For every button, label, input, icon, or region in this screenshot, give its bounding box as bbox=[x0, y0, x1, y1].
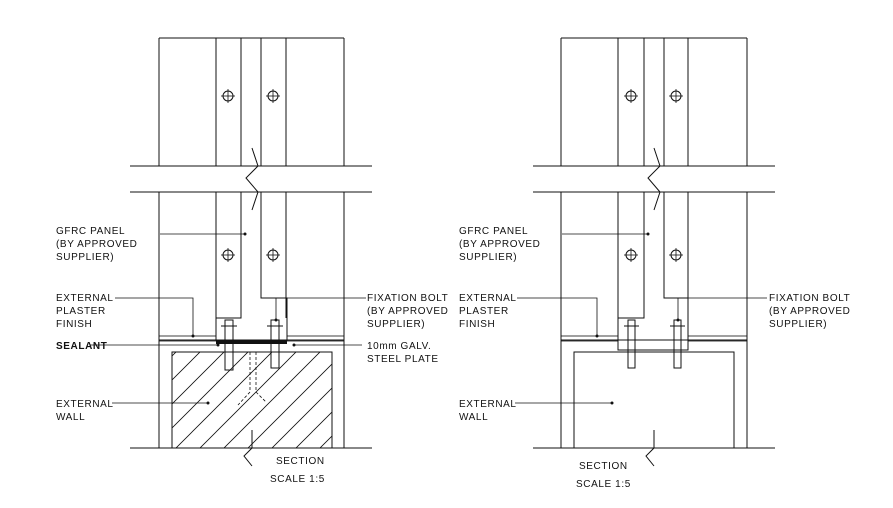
svg-text:FIXATION BOLT: FIXATION BOLT bbox=[367, 293, 448, 304]
gfrc-panel-right bbox=[533, 37, 775, 467]
steel-plate-left bbox=[216, 340, 287, 344]
gfrc-panel-label-left: GFRC PANEL (BY APPROVED SUPPLIER) bbox=[56, 226, 138, 263]
svg-text:EXTERNAL: EXTERNAL bbox=[56, 293, 114, 304]
fixation-bolts-right bbox=[624, 319, 685, 369]
section-title-left: SECTION bbox=[276, 456, 325, 467]
bolt-label-left: FIXATION BOLT (BY APPROVED SUPPLIER) bbox=[367, 293, 449, 330]
plaster-label-left: EXTERNAL PLASTER FINISH bbox=[56, 293, 114, 330]
svg-text:FINISH: FINISH bbox=[56, 319, 92, 330]
svg-text:EXTERNAL: EXTERNAL bbox=[459, 399, 517, 410]
svg-text:WALL: WALL bbox=[459, 412, 488, 423]
gfrc-panel-left bbox=[130, 37, 372, 467]
right-section: GFRC PANEL (BY APPROVED SUPPLIER) EXTERN… bbox=[459, 37, 851, 490]
svg-text:(BY APPROVED: (BY APPROVED bbox=[56, 239, 138, 250]
plate-label-left: 10mm GALV. STEEL PLATE bbox=[367, 341, 439, 365]
wall-label-right: EXTERNAL WALL bbox=[459, 399, 517, 423]
svg-text:FINISH: FINISH bbox=[459, 319, 495, 330]
svg-text:GFRC PANEL: GFRC PANEL bbox=[56, 226, 125, 237]
svg-text:PLASTER: PLASTER bbox=[56, 306, 106, 317]
scale-label-right: SCALE 1:5 bbox=[576, 479, 631, 490]
left-section: GFRC PANEL (BY APPROVED SUPPLIER) EXTERN… bbox=[56, 37, 449, 485]
svg-text:PLASTER: PLASTER bbox=[459, 306, 509, 317]
svg-text:(BY APPROVED: (BY APPROVED bbox=[367, 306, 449, 317]
wall-label-left: EXTERNAL WALL bbox=[56, 399, 114, 423]
sealant-label: SEALANT bbox=[56, 341, 107, 352]
svg-text:EXTERNAL: EXTERNAL bbox=[459, 293, 517, 304]
leaders-left bbox=[90, 232, 366, 405]
bolt-symbol bbox=[624, 89, 683, 262]
svg-text:SUPPLIER): SUPPLIER) bbox=[769, 319, 827, 330]
svg-text:EXTERNAL: EXTERNAL bbox=[56, 399, 114, 410]
svg-text:(BY APPROVED: (BY APPROVED bbox=[459, 239, 541, 250]
svg-text:STEEL PLATE: STEEL PLATE bbox=[367, 354, 439, 365]
bolt-label-right: FIXATION BOLT (BY APPROVED SUPPLIER) bbox=[769, 293, 851, 330]
section-title-right: SECTION bbox=[579, 461, 628, 472]
svg-text:SUPPLIER): SUPPLIER) bbox=[367, 319, 425, 330]
svg-text:10mm GALV.: 10mm GALV. bbox=[367, 341, 431, 352]
leaders-right bbox=[515, 232, 767, 405]
svg-text:FIXATION BOLT: FIXATION BOLT bbox=[769, 293, 850, 304]
scale-label-left: SCALE 1:5 bbox=[270, 474, 325, 485]
plaster-label-right: EXTERNAL PLASTER FINISH bbox=[459, 293, 517, 330]
bolt-symbol bbox=[221, 89, 280, 262]
svg-text:SUPPLIER): SUPPLIER) bbox=[459, 252, 517, 263]
gfrc-panel-label-right: GFRC PANEL (BY APPROVED SUPPLIER) bbox=[459, 226, 541, 263]
svg-text:GFRC PANEL: GFRC PANEL bbox=[459, 226, 528, 237]
svg-text:WALL: WALL bbox=[56, 412, 85, 423]
svg-text:(BY APPROVED: (BY APPROVED bbox=[769, 306, 851, 317]
svg-text:SUPPLIER): SUPPLIER) bbox=[56, 252, 114, 263]
